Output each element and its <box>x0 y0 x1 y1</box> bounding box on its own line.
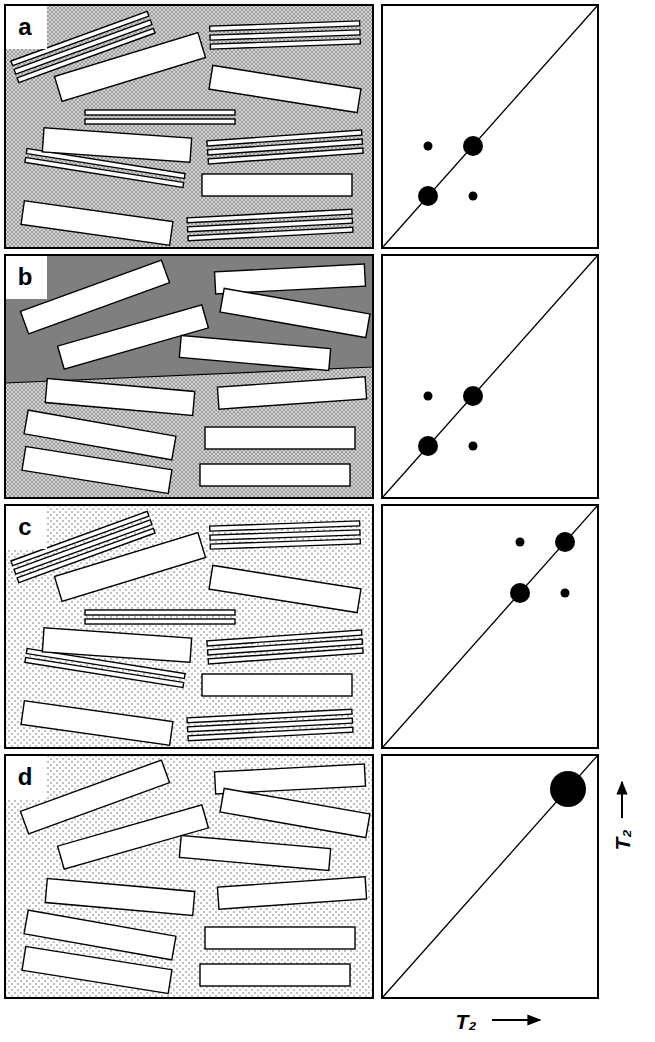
thick-plate <box>220 788 370 837</box>
panel-border <box>5 255 373 498</box>
panel-letter: d <box>18 765 33 789</box>
thin-plate <box>208 148 363 164</box>
thick-plate <box>45 879 195 916</box>
diagonal <box>382 255 598 498</box>
label-notch <box>5 255 47 299</box>
thick-plate <box>54 33 205 102</box>
thin-plate <box>210 21 360 31</box>
t2-map <box>382 505 598 748</box>
thin-plate <box>188 727 353 741</box>
cross-peak <box>469 192 478 201</box>
diagonal-peak <box>463 136 483 156</box>
thick-plate <box>215 764 366 794</box>
panel-border <box>5 505 373 748</box>
cross-peak <box>469 442 478 451</box>
thin-plate <box>210 30 360 40</box>
dark-fluid-region <box>5 255 373 383</box>
map-border <box>382 5 598 248</box>
thin-plate <box>208 648 363 664</box>
thick-plate <box>209 65 361 112</box>
axis-label: T₂ <box>456 1011 477 1032</box>
panel-letter: b <box>18 265 33 289</box>
thick-plate <box>22 447 172 494</box>
axis-arrow <box>621 782 623 818</box>
thick-plate <box>209 565 361 612</box>
panel-border <box>5 5 373 248</box>
thick-plate <box>220 288 370 337</box>
diagonal <box>382 755 598 998</box>
thick-plate <box>217 377 366 409</box>
thin-plate <box>210 39 360 49</box>
pore-fluid <box>5 255 373 498</box>
thick-plate <box>202 674 352 696</box>
diagonal-peak <box>418 436 438 456</box>
particle-panel <box>5 505 373 748</box>
diagonal <box>382 505 598 748</box>
thin-plate <box>85 619 235 624</box>
t2-map <box>382 5 598 248</box>
cross-peak <box>561 589 570 598</box>
thin-plate <box>25 157 184 187</box>
pore-fluid <box>5 505 373 748</box>
particle-panel <box>5 255 373 498</box>
particle-panel <box>5 755 373 998</box>
map-border <box>382 505 598 748</box>
diagonal-peak <box>550 771 586 807</box>
panel-border <box>5 755 373 998</box>
thin-plate <box>210 521 360 531</box>
thick-plate <box>200 964 350 986</box>
thin-plate <box>188 227 353 241</box>
pore-fluid <box>5 5 373 248</box>
thick-plate <box>54 533 205 602</box>
thin-plate <box>85 119 235 124</box>
thick-plate <box>42 628 191 662</box>
t2-map <box>382 255 598 498</box>
diagonal-peak <box>510 583 530 603</box>
thin-plate <box>25 657 184 687</box>
diagonal-peak <box>555 532 575 552</box>
thick-plate <box>179 336 330 371</box>
diagonal-peak <box>418 186 438 206</box>
thin-plate <box>210 530 360 540</box>
cross-peak <box>424 392 433 401</box>
axis-label: T₂ <box>612 830 633 851</box>
diagonal-peak <box>463 386 483 406</box>
panel-letter: c <box>18 515 31 539</box>
thick-plate <box>45 379 195 416</box>
thin-plate <box>85 110 235 115</box>
map-border <box>382 255 598 498</box>
thick-plate <box>21 201 173 246</box>
cross-peak <box>516 538 525 547</box>
thick-plate <box>22 947 172 994</box>
thin-plate <box>210 539 360 549</box>
thick-plate <box>42 128 191 162</box>
thick-plate <box>215 264 366 294</box>
thick-plate <box>179 836 330 871</box>
thick-plate <box>21 701 173 746</box>
map-border <box>382 755 598 998</box>
particle-panel <box>5 5 373 248</box>
label-notch <box>5 505 47 549</box>
thin-plate <box>85 610 235 615</box>
label-notch <box>5 5 47 49</box>
thick-plate <box>205 927 355 949</box>
panel-letter: a <box>18 15 31 39</box>
label-notch <box>5 755 47 799</box>
thick-plate <box>217 877 366 909</box>
cross-peak <box>424 142 433 151</box>
axis-arrow <box>492 1019 540 1021</box>
pore-fluid <box>5 755 373 998</box>
thick-plate <box>205 427 355 449</box>
diagonal <box>382 5 598 248</box>
thick-plate <box>202 174 352 196</box>
thick-plate <box>200 464 350 486</box>
t2-map <box>382 755 598 998</box>
